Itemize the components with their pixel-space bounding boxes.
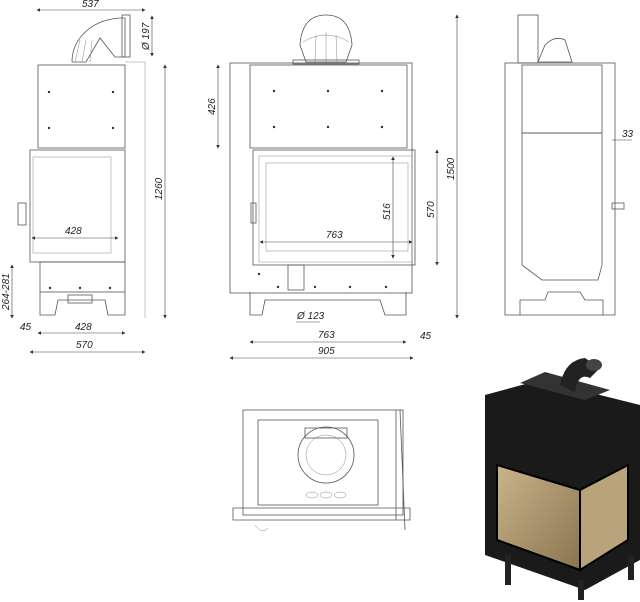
dim-offset: 45 <box>420 331 432 342</box>
dim-base-width: 763 <box>318 330 335 341</box>
dim-total-width: 905 <box>318 346 335 357</box>
dim-leg-height: 264-281 <box>1 273 12 311</box>
dim-flue-width: 537 <box>82 0 99 10</box>
dim-glass-width: 428 <box>65 226 82 237</box>
dim-flue-diameter: Ø 197 <box>141 22 152 51</box>
dim-glass-width: 763 <box>326 230 343 241</box>
dim-base-width: 428 <box>75 322 92 333</box>
top-casing <box>249 64 408 149</box>
3d-render <box>485 358 640 600</box>
dim-offset: 33 <box>622 129 634 140</box>
dim-offset: 45 <box>20 322 32 333</box>
dim-top-height: 426 <box>207 98 218 115</box>
flue-elbow <box>71 17 126 63</box>
dim-total-height: 1260 <box>154 177 165 200</box>
dim-door-height: 570 <box>426 201 437 218</box>
plan-view <box>232 409 411 532</box>
dim-total-height: 1500 <box>446 157 457 180</box>
top-casing <box>37 64 126 149</box>
dim-total-depth: 570 <box>76 340 93 351</box>
door <box>252 149 416 266</box>
door-handle <box>250 202 257 224</box>
front-view: 426 516 570 1500 763 Ø 123 763 45 905 <box>207 14 459 360</box>
dim-air-inlet: Ø 123 <box>296 311 325 322</box>
dim-glass-height: 516 <box>382 203 393 220</box>
door-handle <box>17 202 27 226</box>
right-side-view: 33 <box>504 14 634 316</box>
flue-dome <box>299 14 353 63</box>
left-side-view: 537 Ø 197 1260 428 264-281 45 428 570 <box>1 0 167 354</box>
outer-frame <box>229 62 413 294</box>
